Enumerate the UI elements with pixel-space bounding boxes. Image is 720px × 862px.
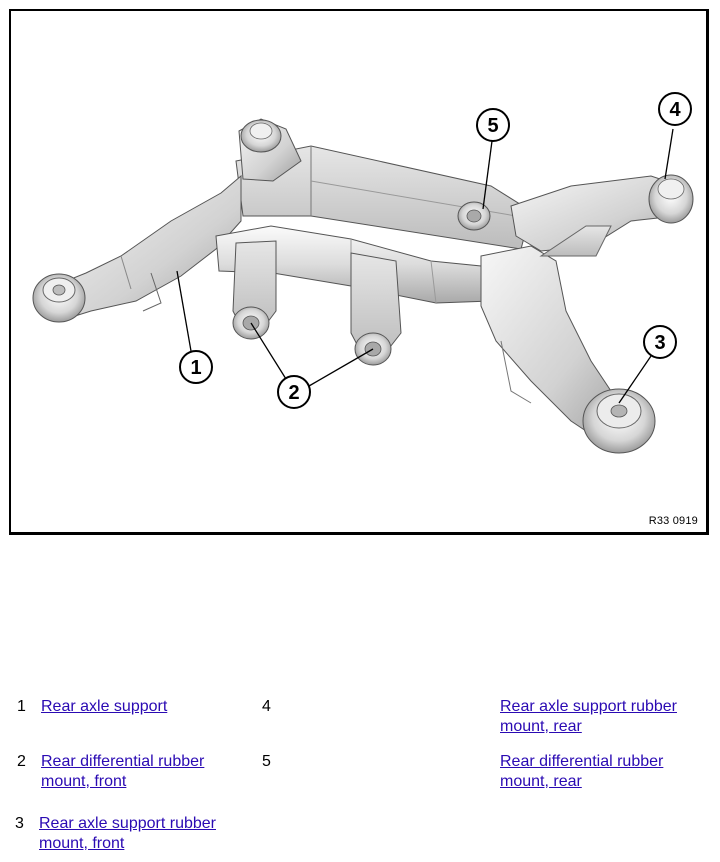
callout-2: 2 xyxy=(277,375,311,409)
rear-axle-support-illustration: 1 2 3 4 5 xyxy=(32,92,694,454)
mount-top-left-bushing xyxy=(240,119,282,153)
mount-3-bushing xyxy=(582,388,656,454)
svg-text:3: 3 xyxy=(654,332,665,354)
svg-text:2: 2 xyxy=(288,382,299,404)
legend-number-5: 5 xyxy=(262,753,271,770)
mount-5-bushing xyxy=(457,201,491,231)
legend-number-4: 4 xyxy=(262,698,271,715)
mount-front-left-bushing xyxy=(32,273,86,323)
rear-right-arm xyxy=(510,175,682,252)
svg-text:4: 4 xyxy=(669,99,681,121)
callout-1: 1 xyxy=(179,350,213,384)
callout-5: 5 xyxy=(476,108,510,142)
legend-number-3: 3 xyxy=(15,815,24,832)
svg-text:1: 1 xyxy=(190,357,201,379)
callout-4: 4 xyxy=(658,92,692,126)
legend-link-rear-axle-support-mount-rear[interactable]: Rear axle support rubber mount, rear xyxy=(500,698,677,735)
front-right-arm xyxy=(480,225,632,442)
legend-number-2: 2 xyxy=(17,753,26,770)
legend-link-rear-differential-mount-front[interactable]: Rear differential rubber mount, front xyxy=(41,753,205,790)
figure-frame: 1 2 3 4 5 R33 0919 xyxy=(9,9,709,535)
legend-number-1: 1 xyxy=(17,698,26,715)
callout-3: 3 xyxy=(643,325,677,359)
figure-code: R33 0919 xyxy=(648,515,698,527)
legend-link-rear-axle-support-mount-front[interactable]: Rear axle support rubber mount, front xyxy=(39,815,216,852)
mount-4-bushing xyxy=(648,174,694,224)
legend-link-rear-axle-support[interactable]: Rear axle support xyxy=(41,698,168,715)
leader-lines xyxy=(176,128,674,404)
svg-text:5: 5 xyxy=(487,115,498,137)
legend-link-rear-differential-mount-rear[interactable]: Rear differential rubber mount, rear xyxy=(500,753,664,790)
